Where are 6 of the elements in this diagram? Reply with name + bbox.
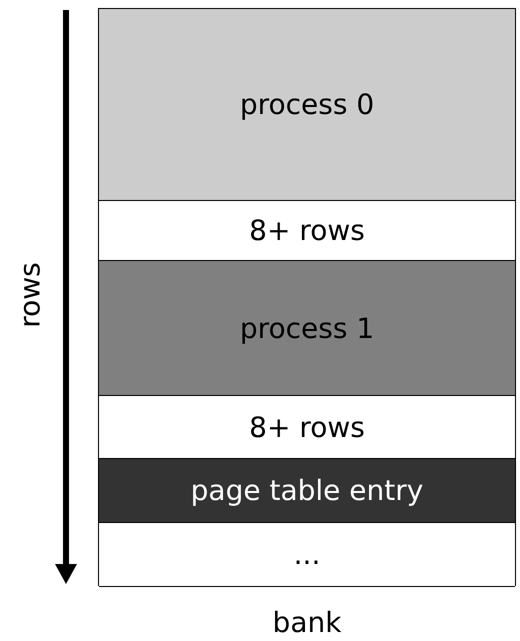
memory-region: process 0 bbox=[99, 9, 515, 201]
axis-label: rows bbox=[14, 262, 46, 328]
memory-bank bbox=[98, 8, 516, 586]
bank-caption: bank bbox=[272, 604, 342, 640]
memory-region: process 1 bbox=[99, 261, 515, 396]
memory-region: page table entry bbox=[99, 459, 515, 523]
